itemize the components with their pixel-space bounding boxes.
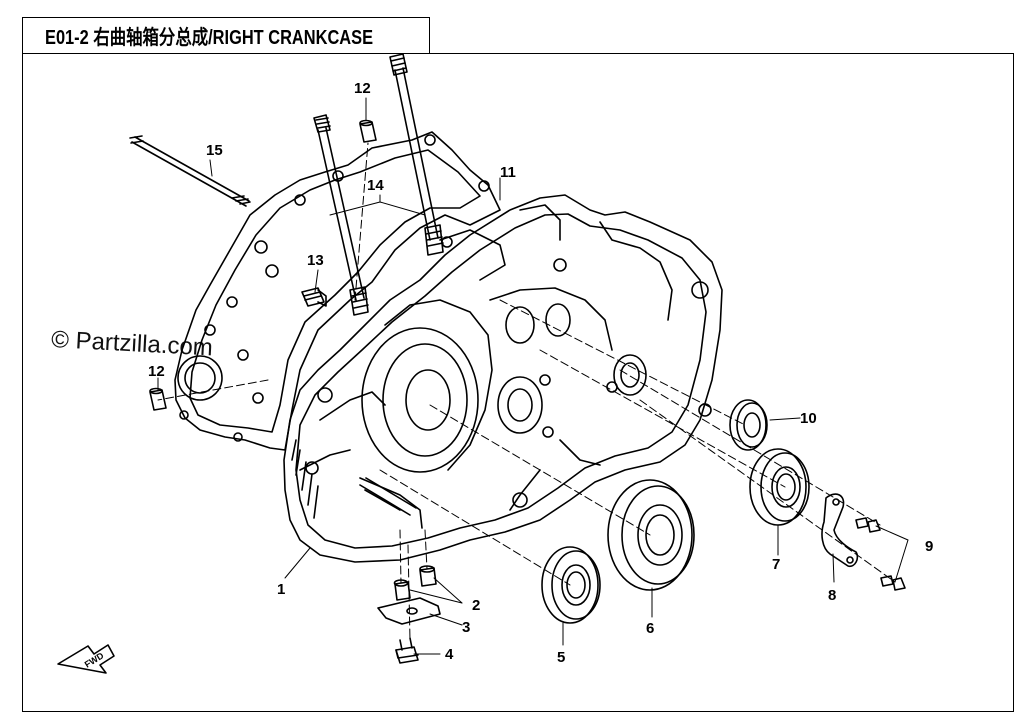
callout-12-upper: 12 (354, 80, 371, 97)
fwd-label: FWD (83, 650, 106, 670)
fwd-arrow-icon (57, 644, 115, 674)
callout-2: 2 (472, 597, 480, 614)
callout-6: 6 (646, 620, 654, 637)
callout-3: 3 (462, 619, 470, 636)
diagram-frame (22, 53, 1014, 712)
bearing-part-10[interactable] (729, 399, 768, 451)
callout-9: 9 (925, 538, 933, 555)
crankcase-body-part-1[interactable] (283, 194, 723, 563)
bearing-part-6[interactable] (607, 479, 695, 591)
callout-13: 13 (307, 252, 324, 269)
callout-7: 7 (772, 556, 780, 573)
leader-lines (157, 97, 909, 655)
bolt-part-4[interactable] (395, 637, 419, 664)
diagram-title-box: E01-2 右曲轴箱分总成/RIGHT CRANKCASE (22, 17, 430, 54)
callout-11: 11 (500, 164, 516, 181)
callout-5: 5 (557, 649, 565, 666)
alignment-lines (157, 142, 896, 641)
dowel-pin-part-12-upper[interactable] (359, 119, 377, 143)
retainer-plate-part-8[interactable] (821, 493, 859, 568)
callout-4: 4 (445, 646, 454, 663)
plate-part-3[interactable] (377, 597, 441, 625)
callout-10: 10 (800, 410, 817, 427)
callout-8: 8 (828, 587, 836, 604)
callout-1: 1 (277, 581, 285, 598)
bearing-part-7[interactable] (749, 448, 810, 526)
dowel-pin-part-12-lower[interactable] (149, 387, 167, 411)
plug-part-13[interactable] (301, 287, 327, 307)
callout-14: 14 (367, 177, 384, 194)
bearing-part-5[interactable] (541, 546, 601, 624)
callout-15: 15 (206, 142, 223, 159)
diagram-title: E01-2 右曲轴箱分总成/RIGHT CRANKCASE (45, 27, 374, 49)
callout-12-lower: 12 (148, 363, 165, 380)
stud-part-15[interactable] (129, 135, 251, 207)
screw-part-9[interactable] (855, 517, 906, 591)
